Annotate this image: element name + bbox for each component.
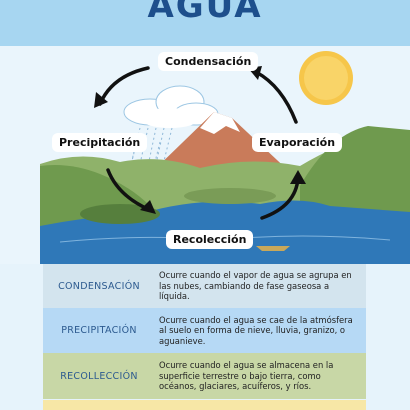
table-row: RECOLLECCIÓN Ocurre cuando el agua se al… bbox=[43, 353, 366, 399]
row-description: Ocurre cuando el vapor de agua se agrupa… bbox=[159, 270, 352, 302]
definitions-table: CONDENSACIÓN Ocurre cuando el vapor de a… bbox=[43, 264, 366, 399]
row-term: RECOLLECCIÓN bbox=[60, 370, 138, 382]
stage-condensacion: Condensación bbox=[158, 52, 259, 71]
stage-evaporacion: Evaporación bbox=[252, 133, 343, 152]
arrowhead-down-left bbox=[94, 92, 108, 108]
row-description: Ocurre cuando el agua se cae de la atmós… bbox=[159, 314, 353, 346]
stage-precipitacion: Precipitación bbox=[52, 133, 148, 152]
header-banner: AGUA bbox=[0, 0, 410, 46]
stage-recoleccion: Recolección bbox=[166, 230, 254, 249]
row-term: PRECIPITACIÓN bbox=[61, 325, 137, 336]
sun-core bbox=[304, 56, 348, 100]
row-description: Ocurre cuando el agua se almacena en la … bbox=[159, 360, 334, 392]
village-shore bbox=[184, 188, 276, 204]
shore-trees bbox=[80, 204, 160, 224]
mountain bbox=[150, 112, 292, 174]
arrow-evaporacion-to-condensacion bbox=[254, 70, 298, 124]
table-row: PRECIPITACIÓN Ocurre cuando el agua se c… bbox=[43, 308, 366, 353]
table-row: CONDENSACIÓN Ocurre cuando el vapor de a… bbox=[43, 264, 366, 308]
row-term: CONDENSACIÓN bbox=[58, 280, 140, 292]
mountain-snow bbox=[200, 112, 240, 134]
page-title: AGUA bbox=[147, 0, 263, 26]
bottom-strip bbox=[43, 400, 366, 410]
boat-icon bbox=[256, 246, 290, 251]
arrowhead-right bbox=[140, 200, 156, 214]
water-cycle-illustration: Condensación Precipitación Evaporación R… bbox=[0, 46, 410, 264]
arrowhead-up bbox=[290, 170, 306, 184]
